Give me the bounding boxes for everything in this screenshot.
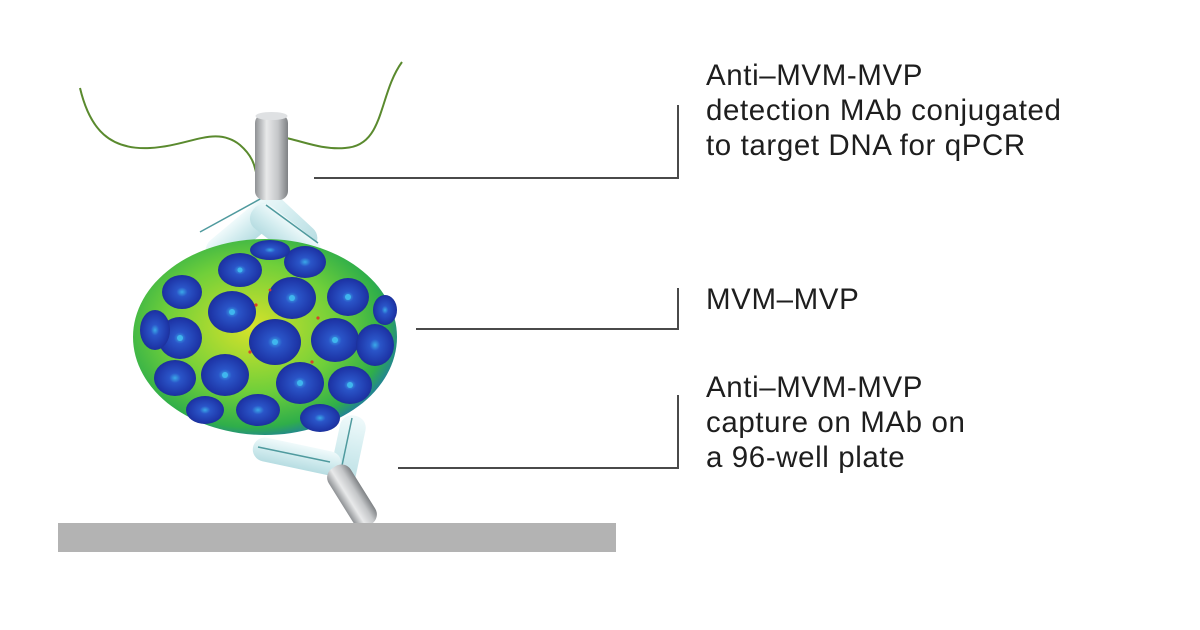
label-line: to target DNA for qPCR	[706, 129, 1026, 162]
label-virus-particle: MVM–MVP	[706, 282, 859, 317]
label-line: Anti–MVM-MVP	[706, 59, 924, 92]
label-line: detection MAb conjugated	[706, 94, 1062, 127]
label-line: capture on MAb on	[706, 406, 966, 439]
callout-lines	[314, 105, 679, 469]
dna-strand-icon	[79, 61, 403, 173]
label-line: MVM–MVP	[706, 283, 860, 316]
label-line: a 96-well plate	[706, 441, 906, 474]
label-capture-mab: Anti–MVM-MVP capture on MAb on a 96-well…	[706, 370, 965, 475]
label-detection-mab: Anti–MVM-MVP detection MAb conjugated to…	[706, 58, 1062, 163]
mvm-capsid-icon	[133, 239, 397, 435]
well-plate	[58, 523, 616, 552]
label-line: Anti–MVM-MVP	[706, 371, 924, 404]
capture-antibody-icon	[252, 415, 377, 528]
